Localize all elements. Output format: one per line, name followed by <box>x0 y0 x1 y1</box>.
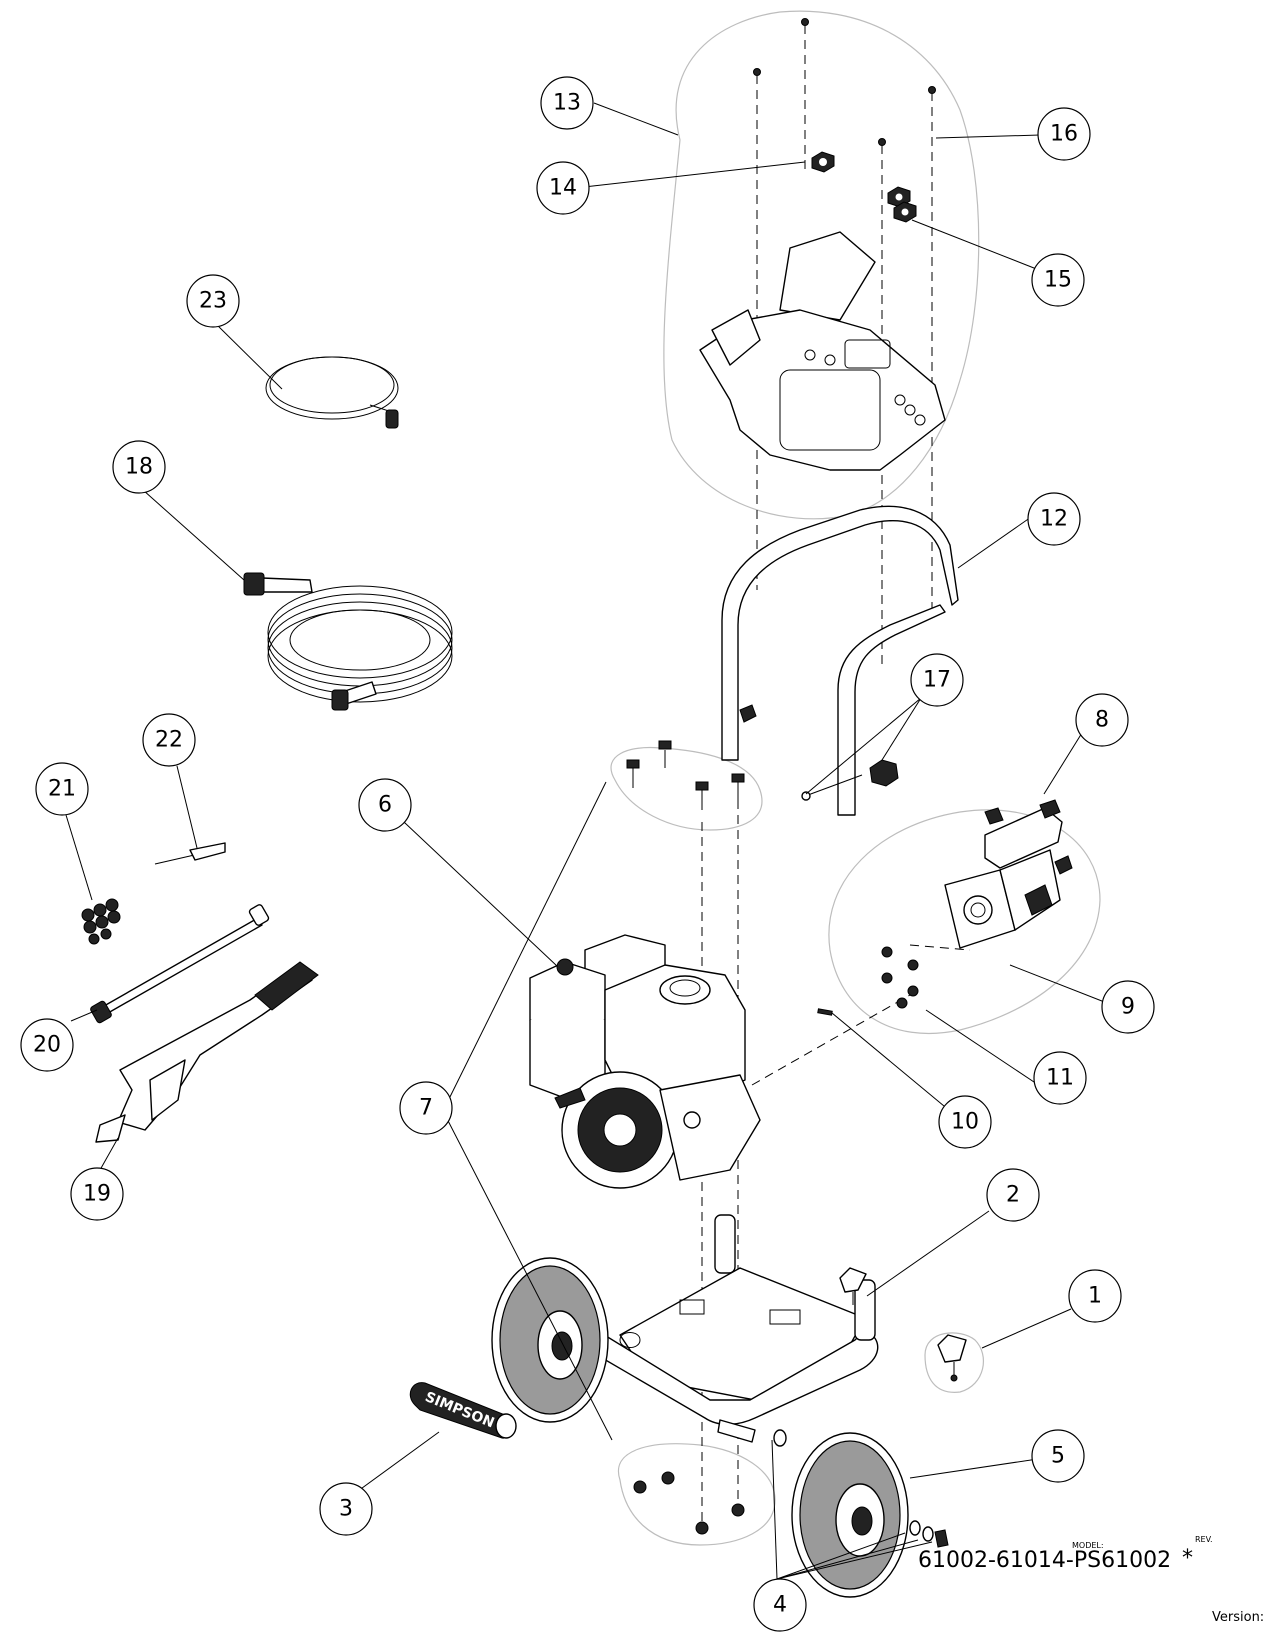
callout-label-3: 3 <box>339 1497 353 1522</box>
callout-label-18: 18 <box>125 455 153 480</box>
control-panel <box>699 231 946 471</box>
frame-nuts <box>633 1471 745 1535</box>
callout-15: 15 <box>1031 253 1085 307</box>
callout-label-17: 17 <box>923 668 951 693</box>
callout-2: 2 <box>986 1168 1040 1222</box>
screws-16 <box>753 18 936 146</box>
callout-label-21: 21 <box>48 777 76 802</box>
callout-18: 18 <box>112 440 166 494</box>
callout-11: 11 <box>1033 1051 1087 1105</box>
group-outline-7-bolts <box>610 746 763 831</box>
engine <box>529 934 761 1189</box>
dash-line-h <box>909 944 971 951</box>
version-label: Version: <box>1212 1610 1265 1625</box>
model-number: 61002-61014-PS61002 <box>918 1548 1172 1573</box>
callout-10: 10 <box>938 1095 992 1149</box>
grip-sleeve: SIMPSON <box>409 1382 517 1439</box>
handle <box>721 505 959 816</box>
callout-23: 23 <box>186 274 240 328</box>
callout-6: 6 <box>358 778 412 832</box>
callout-20: 20 <box>20 1018 74 1072</box>
axle-hardware <box>717 1419 949 1548</box>
frame-bolts <box>626 740 745 810</box>
group-outline-1 <box>924 1332 984 1393</box>
dash-line-g <box>751 994 911 1086</box>
callout-label-16: 16 <box>1050 122 1078 147</box>
pump-bolts <box>881 946 919 1009</box>
fastener-knob-15 <box>887 186 917 223</box>
callout-label-4: 4 <box>773 1593 787 1618</box>
rev-value: * <box>1182 1546 1193 1571</box>
pump <box>944 799 1073 949</box>
callout-1: 1 <box>1068 1269 1122 1323</box>
callout-16: 16 <box>1037 107 1091 161</box>
callout-label-23: 23 <box>199 289 227 314</box>
group-outline-7-nuts <box>617 1443 776 1546</box>
callout-14: 14 <box>536 161 590 215</box>
spray-tip <box>154 842 226 865</box>
callout-label-5: 5 <box>1051 1444 1065 1469</box>
callout-8: 8 <box>1075 693 1129 747</box>
callout-21: 21 <box>35 762 89 816</box>
callout-12: 12 <box>1027 492 1081 546</box>
spray-gun <box>95 961 319 1143</box>
rev-label: REV. <box>1195 1535 1213 1544</box>
callout-3: 3 <box>319 1482 373 1536</box>
callout-label-22: 22 <box>155 728 183 753</box>
callout-4: 4 <box>753 1578 807 1632</box>
callout-label-14: 14 <box>549 176 577 201</box>
callout-label-20: 20 <box>33 1033 61 1058</box>
callout-label-9: 9 <box>1121 995 1135 1020</box>
callout-label-7: 7 <box>419 1096 433 1121</box>
callout-label-6: 6 <box>378 793 392 818</box>
callout-label-12: 12 <box>1040 507 1068 532</box>
wheel-left <box>491 1257 609 1423</box>
nozzle-tips <box>81 898 121 945</box>
leader-lines <box>65 102 1108 1580</box>
hose-coil-small <box>265 356 399 429</box>
callout-label-10: 10 <box>951 1110 979 1135</box>
callout-7: 7 <box>399 1081 453 1135</box>
callout-label-19: 19 <box>83 1182 111 1207</box>
bracket-1 <box>937 1334 967 1382</box>
hose-coil-large <box>243 572 453 711</box>
group-outline-13 <box>663 10 980 520</box>
callout-9: 9 <box>1101 980 1155 1034</box>
spray-lance <box>90 904 270 1024</box>
callout-label-8: 8 <box>1095 708 1109 733</box>
model-label: MODEL: <box>1072 1541 1104 1550</box>
callout-label-2: 2 <box>1006 1183 1020 1208</box>
callout-17: 17 <box>910 653 964 707</box>
callout-label-1: 1 <box>1088 1284 1102 1309</box>
callout-22: 22 <box>142 713 196 767</box>
fastener-knob-14 <box>811 151 835 173</box>
callout-label-11: 11 <box>1046 1066 1074 1091</box>
callout-label-13: 13 <box>553 91 581 116</box>
shaft-key <box>817 1008 833 1016</box>
callout-label-15: 15 <box>1044 268 1072 293</box>
callout-13: 13 <box>540 76 594 130</box>
frame <box>564 1214 879 1426</box>
callout-5: 5 <box>1031 1429 1085 1483</box>
callout-19: 19 <box>70 1167 124 1221</box>
wheel-right <box>791 1432 909 1598</box>
group-outline-8 <box>828 809 1101 1035</box>
